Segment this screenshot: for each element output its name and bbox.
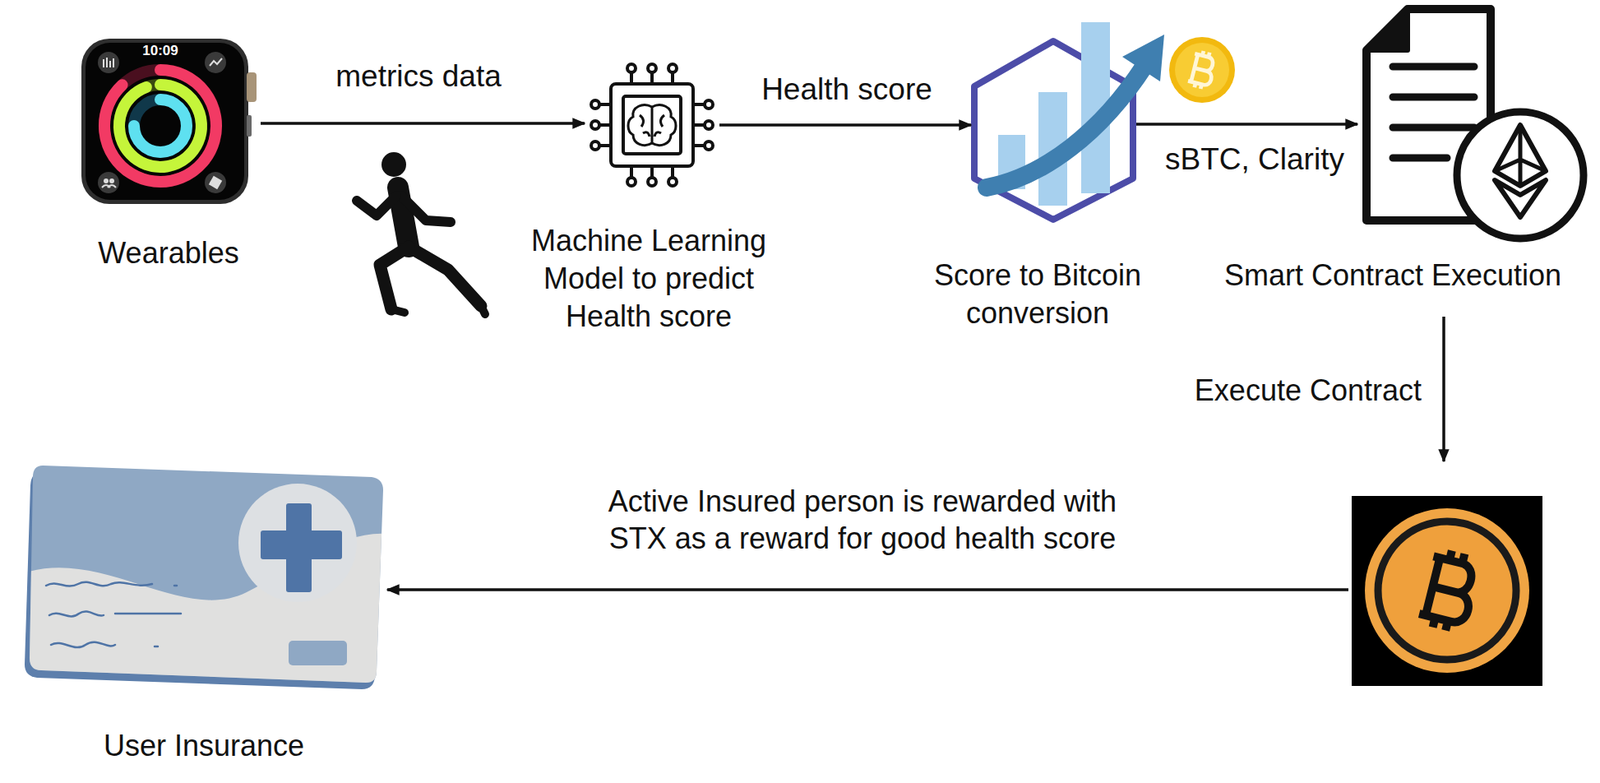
bitcoin-coin-icon-part [1378, 521, 1517, 660]
chip-brain-icon-part [623, 96, 681, 154]
smartwatch-icon-part [134, 99, 187, 153]
smartwatch-icon-part [103, 57, 114, 68]
chip-brain-icon-part [631, 166, 673, 178]
chip-brain-icon-part [591, 100, 600, 109]
smartwatch-icon-part [119, 84, 202, 167]
edge-label: sBTC, Clarity [1161, 141, 1348, 178]
smartwatch-icon-part [119, 84, 202, 167]
smartwatch-icon-part [81, 38, 249, 204]
runner-silhouette-part [379, 246, 409, 310]
contract-document-icon-part [1494, 180, 1546, 218]
contract-document-icon-part [1494, 124, 1546, 186]
flow-arrow [260, 121, 585, 125]
node-label: User Insurance [103, 726, 305, 765]
watch-time: 10:09 [142, 42, 178, 60]
wearable-node: 10:09Wearables [79, 38, 258, 204]
growth-chart-icon-part [986, 65, 1145, 188]
smartwatch-icon-part [134, 99, 187, 153]
growth-chart-icon-part-part [1187, 49, 1218, 92]
smartwatch-icon-part [104, 69, 217, 182]
conversion-node: Score to Bitcoin conversion [974, 41, 1133, 220]
bitcoin-node [1351, 495, 1543, 686]
insurance-card-icon-part [238, 483, 357, 602]
bitcoin-coin-icon [1351, 495, 1543, 686]
growth-chart-icon-part [1122, 34, 1165, 82]
runner-silhouette-part [480, 305, 486, 315]
contract-document-icon-part [1366, 9, 1408, 51]
chip-brain-icon-part [704, 141, 713, 150]
smartwatch-icon-part [208, 175, 222, 190]
smartwatch-icon-part [246, 72, 257, 102]
runner-silhouette-part [356, 195, 397, 216]
insurance-card-icon-part [46, 582, 181, 648]
smartwatch-icon-part [209, 58, 222, 66]
insurance-card-icon-part [288, 640, 347, 666]
chip-brain-icon-part [627, 177, 636, 186]
runner-silhouette-part [391, 309, 405, 313]
insurance-card-node: User Insurance [28, 461, 384, 690]
edge-label: Active Insured person is rewarded with S… [587, 482, 1138, 557]
edge-label: Execute Contract [1191, 372, 1425, 409]
chip-brain-icon-part [693, 104, 705, 146]
chip-brain-icon-part [704, 120, 713, 130]
runner-silhouette-part [408, 246, 481, 306]
contract-document-icon [1366, 9, 1584, 239]
chip-brain-icon-part [647, 64, 657, 73]
smartwatch-icon-part [204, 171, 227, 194]
flow-arrow [387, 587, 1349, 592]
bitcoin-coin-icon-part [1416, 546, 1481, 635]
smartwatch-icon-part [246, 115, 252, 137]
node-label: Smart Contract Execution [1224, 256, 1562, 295]
chip-brain-icon-part [647, 177, 657, 186]
edge-label: metrics data [332, 58, 505, 95]
contract-document-icon-part [1456, 111, 1584, 239]
growth-chart-icon-part [1187, 49, 1218, 92]
chip-brain-icon-part [639, 106, 665, 144]
chip-brain-icon-part [668, 177, 677, 186]
smartwatch-icon-part [85, 42, 245, 200]
edge-label: Health score [758, 71, 936, 108]
chip-brain-icon-part [599, 104, 611, 146]
runner-silhouette-part [381, 152, 407, 177]
smartwatch-icon [81, 38, 257, 204]
chip-brain-icon-part [704, 100, 713, 109]
growth-chart-icon-part [1174, 42, 1230, 98]
smart-contract-node: Smart Contract Execution [1362, 4, 1587, 241]
smartwatch-icon-part [101, 184, 116, 188]
bitcoin-coin-icon-part [1364, 508, 1530, 673]
flow-arrow [1442, 316, 1446, 462]
contract-document-icon-part [1494, 124, 1546, 186]
smartwatch-icon-part [104, 69, 217, 182]
flow-arrow [1136, 122, 1358, 126]
chip-brain-icon-part [668, 64, 677, 73]
growth-chart-icon-part [1169, 36, 1235, 103]
runner-silhouette-part [401, 195, 451, 222]
insurance-card-icon [16, 465, 395, 708]
flow-arrow [719, 123, 972, 127]
bitcoin-coin-icon-part [1351, 495, 1543, 686]
chip-brain-icon [591, 64, 713, 186]
chip-brain-icon-part [627, 64, 636, 73]
smartwatch-icon-part [103, 178, 109, 184]
bitcoin-coin-icon-part-part [1416, 546, 1481, 635]
insurance-card-icon-part [260, 530, 343, 560]
smartwatch-icon-part [109, 178, 115, 184]
ml-model-node: Machine Learning Model to predict Health… [589, 60, 715, 190]
chip-brain-icon-part [631, 72, 673, 84]
chip-brain-icon-part [610, 83, 694, 167]
node-label: Wearables [97, 234, 239, 273]
chip-brain-icon-part [591, 120, 600, 130]
smartwatch-icon-part [97, 51, 120, 74]
smartwatch-icon-part [204, 51, 227, 74]
node-label: Machine Learning Model to predict Health… [517, 221, 781, 336]
chip-brain-icon-part [591, 141, 600, 150]
smartwatch-icon-part [97, 171, 120, 194]
node-label: Score to Bitcoin conversion [906, 256, 1170, 333]
runner-silhouette [356, 152, 486, 315]
chip-brain-icon-part [628, 105, 676, 146]
growth-chart-icon [974, 22, 1235, 220]
